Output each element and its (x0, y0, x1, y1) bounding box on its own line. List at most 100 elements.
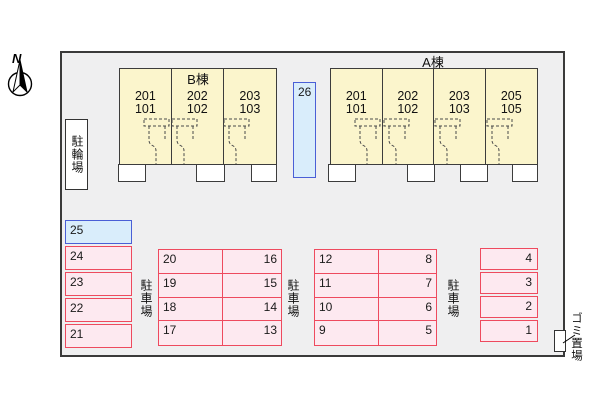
unit-number-upper: 203 (448, 89, 470, 103)
parking-space: 15 (223, 274, 282, 298)
parking-space: 8 (379, 250, 437, 274)
parking-space-number: 17 (163, 323, 177, 338)
parking-space: 26 (293, 82, 316, 178)
parking-block-west: 20 19 18 17 16 15 14 13 (158, 249, 282, 346)
north-label: N (12, 51, 22, 66)
entrance-porch (328, 163, 356, 182)
garbage-label: ゴミ置場 (570, 312, 582, 362)
unit-number-lower: 102 (397, 102, 419, 116)
parking-space: 20 (159, 250, 223, 274)
garbage-box (554, 330, 566, 352)
bicycle-parking-label: 駐輪場 (70, 135, 84, 174)
parking-space-number: 12 (319, 252, 333, 266)
unit-number-lower: 103 (448, 102, 470, 116)
parking-space: 14 (223, 298, 282, 322)
unit-number-lower: 101 (134, 102, 156, 116)
parking-space: 9 (315, 321, 379, 345)
parking-space: 3 (480, 272, 538, 294)
parking-space: 5 (379, 321, 437, 345)
parking-space-number: 15 (263, 275, 277, 290)
building-label: A棟 (422, 55, 444, 70)
parking-area-label-east: 駐車場 (446, 279, 460, 318)
parking-space-number: 13 (263, 323, 277, 338)
unit-number-lower: 101 (345, 102, 367, 116)
bicycle-parking-box: 駐輪場 (65, 119, 88, 190)
entrance-porch (407, 163, 435, 182)
parking-space-number: 2 (525, 299, 532, 313)
entrance-porch (196, 163, 225, 182)
parking-space-number: 5 (425, 323, 432, 338)
parking-space-number: 9 (319, 323, 326, 338)
entrance-porch (118, 163, 146, 182)
parking-space: 25 (65, 220, 132, 244)
parking-space: 6 (379, 298, 437, 322)
unit-number-upper: 202 (397, 89, 419, 103)
parking-space-number: 11 (319, 275, 332, 290)
entrance-porch (251, 163, 277, 182)
building-label: B棟 (187, 72, 209, 87)
parking-space: 24 (65, 246, 132, 270)
parking-space-number: 20 (163, 252, 177, 266)
parking-space-number: 16 (263, 252, 277, 266)
parking-space-number: 23 (70, 275, 84, 289)
unit-number-upper: 201 (134, 89, 156, 103)
parking-space-number: 21 (70, 327, 84, 341)
parking-space-number: 25 (70, 223, 84, 237)
parking-space-number: 7 (425, 275, 432, 290)
parking-space-number: 22 (70, 301, 84, 315)
unit-number-upper: 201 (345, 89, 367, 103)
unit-number-lower: 105 (500, 102, 522, 116)
parking-space: 7 (379, 274, 437, 298)
parking-space-number: 18 (163, 299, 177, 314)
parking-space: 12 (315, 250, 379, 274)
parking-space: 22 (65, 298, 132, 322)
parking-space-number: 19 (163, 275, 177, 290)
parking-space: 21 (65, 324, 132, 348)
parking-space: 17 (159, 321, 223, 345)
parking-space: 4 (480, 248, 538, 270)
parking-space: 18 (159, 297, 223, 322)
unit-number-lower: 103 (239, 102, 261, 116)
parking-area-label-west: 駐車場 (139, 279, 153, 318)
parking-space: 2 (480, 296, 538, 318)
parking-space-number: 4 (525, 251, 532, 265)
unit-number-upper: 205 (500, 89, 522, 103)
parking-space-number: 24 (70, 249, 84, 263)
parking-space: 16 (223, 250, 282, 274)
parking-space: 10 (315, 297, 379, 322)
parking-space-number: 1 (525, 323, 532, 337)
parking-space-number: 6 (425, 299, 432, 314)
unit-number-upper: 202 (186, 89, 208, 103)
parking-space: 11 (315, 273, 379, 298)
parking-space-number: 3 (525, 275, 532, 289)
parking-space-number: 8 (425, 252, 432, 266)
unit-number-upper: 203 (239, 89, 261, 103)
parking-space-number: 14 (263, 299, 277, 314)
parking-space-number: 10 (319, 299, 333, 314)
parking-space: 13 (223, 321, 282, 345)
entrance-porch (512, 163, 538, 182)
parking-space: 23 (65, 272, 132, 296)
parking-space-number: 26 (298, 85, 312, 99)
entrance-porch (460, 163, 488, 182)
parking-space: 19 (159, 273, 223, 298)
parking-space: 1 (480, 320, 538, 342)
unit-number-lower: 102 (186, 102, 208, 116)
parking-block-east: 12 11 10 9 8 7 6 5 (314, 249, 437, 346)
